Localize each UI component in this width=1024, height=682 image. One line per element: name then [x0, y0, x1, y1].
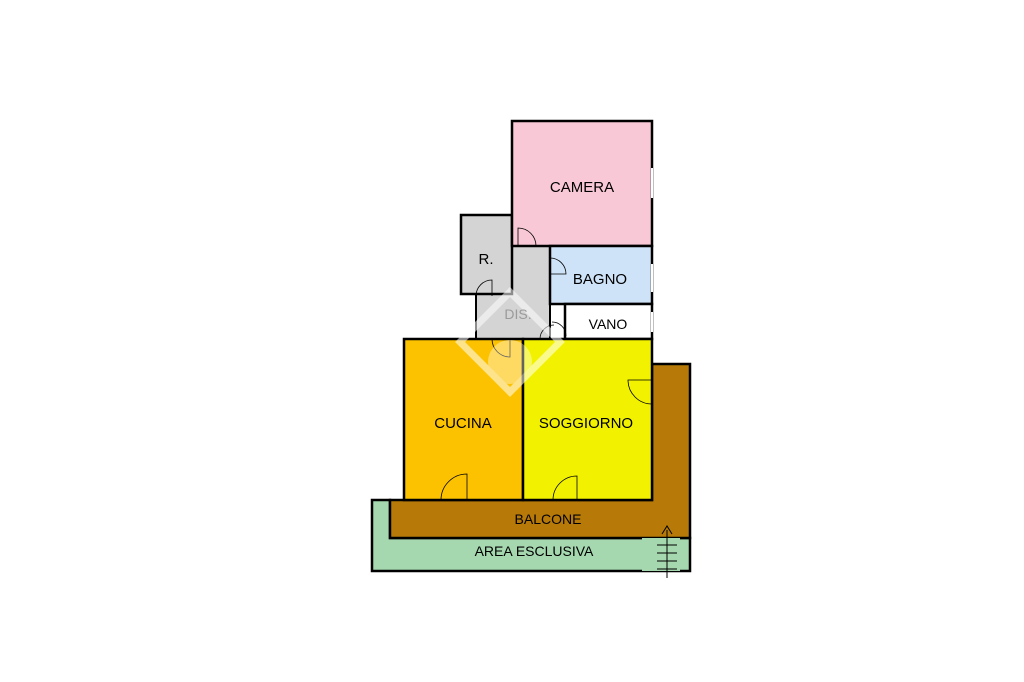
door-soggiorno-bottom [552, 475, 578, 501]
label-soggiorno: SOGGIORNO [539, 415, 633, 432]
door-soggiorno-balcone [627, 379, 653, 405]
label-ripostiglio: R. [479, 251, 494, 268]
room-cucina [402, 337, 525, 502]
label-balcone: BALCONE [515, 511, 582, 527]
stair-arrow-icon [661, 525, 673, 535]
stair-access [642, 525, 680, 578]
stair-opening [642, 538, 680, 571]
room-camera [510, 119, 654, 248]
door-cucina-balcone [440, 473, 468, 501]
door-cucina-dis [491, 338, 511, 358]
label-camera: CAMERA [550, 179, 614, 196]
room-bagno [548, 244, 654, 306]
door-vano [551, 321, 567, 337]
door-bagno [549, 257, 567, 275]
label-vano: VANO [589, 316, 628, 332]
label-area-esclusiva: AREA ESCLUSIVA [475, 543, 594, 559]
label-bagno: BAGNO [573, 271, 627, 288]
label-cucina: CUCINA [434, 415, 492, 432]
label-disimpegno: DIS. [504, 306, 531, 322]
watermark-logo [455, 287, 565, 397]
door-camera [517, 227, 537, 247]
door-ripostiglio [475, 279, 493, 297]
room-soggiorno [521, 337, 654, 502]
